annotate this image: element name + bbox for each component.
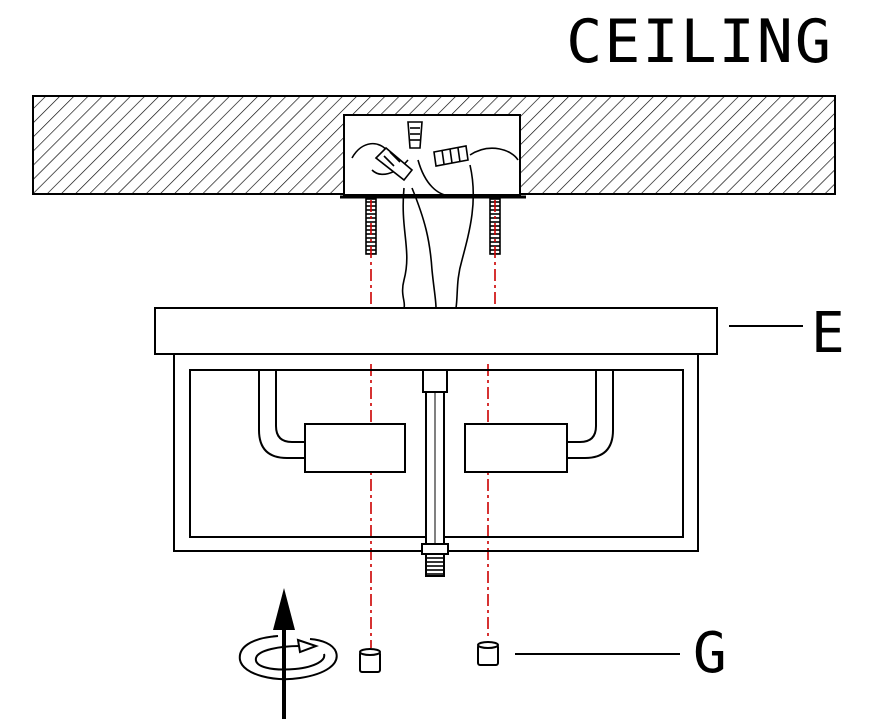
up-arrow-icon <box>273 588 295 719</box>
canopy-label: E <box>811 301 845 366</box>
light-arm-left <box>258 370 406 473</box>
alignment-guides <box>370 200 496 648</box>
wire-connector-3 <box>433 145 469 167</box>
junction-box <box>340 114 526 199</box>
center-stem <box>421 369 449 577</box>
rotate-clockwise-icon <box>238 635 338 681</box>
wire-connector-2 <box>374 146 414 182</box>
ceiling-label: CEILING <box>566 7 833 77</box>
cap-nut-right <box>477 641 499 666</box>
light-arm-right <box>464 370 614 473</box>
canopy-plate <box>154 307 718 355</box>
wire-connector-1 <box>407 121 423 149</box>
cap-nut-label: G <box>693 621 727 686</box>
cap-nut-left <box>359 648 381 673</box>
